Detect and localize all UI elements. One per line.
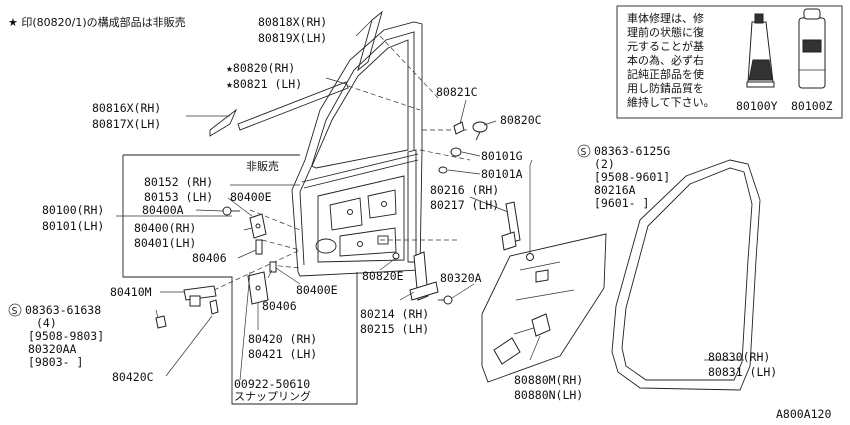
weatherstrip-80820: [237, 81, 349, 131]
spray-can-icon: [798, 8, 826, 89]
label-80420c: 80420C: [112, 370, 154, 384]
door-shell: [291, 21, 423, 277]
label-80215: 80215 (LH): [360, 322, 429, 336]
label-80831: 80831 (LH): [708, 365, 777, 379]
label-80880n: 80880N(LH): [514, 388, 583, 402]
sash-80216: [501, 201, 521, 251]
leader-lines: [116, 19, 744, 381]
hinge-pin-80400a: [222, 206, 240, 216]
label-80400e-lower: 80400E: [296, 283, 338, 297]
label-80820: ★80820(RH): [226, 61, 295, 75]
repair-info-box: 車体修理は、修 理前の状態に復 元することが基 本の為、必ず右 記純正部品を使 …: [616, 5, 843, 119]
screw-symbol-2: S: [12, 306, 18, 317]
label-80100y: 80100Y: [736, 99, 778, 113]
screw-callout-61638: S 08363-61638 (4) [9508-9803] 80320AA [9…: [8, 303, 104, 369]
repair-note-line-3: 元することが基: [627, 39, 704, 53]
label-80406-lower: 80406: [262, 299, 297, 313]
clip-80821c: [453, 121, 465, 135]
not-sold-frame: [122, 154, 358, 405]
door-stopper-80410m: [183, 285, 217, 307]
label-80101: 80101(LH): [42, 219, 104, 233]
header-note: ★ 印(80820/1)の構成部品は非販売: [8, 15, 186, 29]
moulding-80816x: [209, 108, 238, 137]
clip-80820c: [472, 121, 488, 141]
label-80216a: 80216A: [594, 183, 636, 197]
label-80401: 80401(LH): [134, 236, 196, 250]
not-sold-text: 非販売: [246, 160, 279, 173]
repair-note-line-4: 本の為、必ず右: [627, 53, 704, 67]
hinge-bolt-80406-lower: [269, 261, 277, 273]
clip-80420c: [209, 299, 219, 315]
sealant-tube-icon: [746, 13, 775, 88]
label-80152: 80152 (RH): [144, 175, 213, 189]
label-80880m: 80880M(RH): [514, 373, 583, 387]
bolt-80820e: [392, 252, 400, 260]
sash-80214: [409, 251, 439, 301]
label-80816x: 80816X(RH): [92, 101, 161, 115]
repair-note-line-7: 維持して下さい。: [627, 95, 715, 109]
division-sash-strip: [357, 10, 383, 72]
label-80101g: 80101G: [481, 149, 523, 163]
label-80216: 80216 (RH): [430, 183, 499, 197]
label-range-9803: [9803- ]: [28, 355, 83, 369]
label-80214: 80214 (RH): [360, 307, 429, 321]
label-00922-50610: 00922-50610: [234, 377, 310, 391]
grommet-80101g: [450, 147, 462, 157]
label-80821c: 80821C: [436, 85, 478, 99]
label-80406-upper: 80406: [192, 251, 227, 265]
label-80400: 80400(RH): [134, 221, 196, 235]
repair-note-line-6: 用し防錆品質を: [627, 81, 704, 95]
cap-80101a: [438, 166, 448, 174]
label-80101a: 80101A: [481, 167, 523, 181]
label-80400e-upper: 80400E: [230, 190, 272, 204]
label-range-9508-9601: [9508-9601]: [594, 170, 670, 184]
label-range-9601: [9601- ]: [594, 196, 649, 210]
label-80421: 80421 (LH): [248, 347, 317, 361]
label-80400a: 80400A: [142, 203, 184, 217]
screw-symbol-1: S: [581, 147, 587, 158]
label-80410m: 80410M: [110, 285, 152, 299]
label-snap-ring: スナップリング: [234, 389, 311, 403]
label-08363-61638: 08363-61638: [25, 303, 101, 317]
label-80820c: 80820C: [500, 113, 542, 127]
label-80820e: 80820E: [362, 269, 404, 283]
repair-note-line-5: 記純正部品を使: [627, 67, 704, 81]
label-qty-4: (4): [36, 316, 57, 330]
label-80819x: 80819X(LH): [258, 31, 327, 45]
hinge-bolt-80406: [255, 239, 263, 255]
label-80818x: 80818X(RH): [258, 15, 327, 29]
door-glass: [481, 233, 607, 383]
label-80821: ★80821 (LH): [226, 77, 302, 91]
upper-hinge: [249, 213, 267, 239]
label-80817x: 80817X(LH): [92, 117, 161, 131]
label-08363-6125g: 08363-6125G: [594, 144, 670, 158]
lower-hinge: [247, 271, 269, 305]
screw-08363-6125g: [526, 253, 534, 261]
bolt-80320a: [438, 295, 453, 305]
label-80217: 80217 (LH): [430, 198, 499, 212]
repair-note-line-1: 車体修理は、修: [627, 11, 704, 25]
label-80100z: 80100Z: [791, 99, 833, 113]
screw-callout-6125g: S 08363-6125G (2) [9508-9601] 80216A [96…: [577, 144, 670, 210]
repair-note-line-2: 理前の状態に復: [627, 25, 704, 39]
label-80830: 80830(RH): [708, 350, 770, 364]
figure-code: A800A120: [776, 407, 831, 421]
label-80153: 80153 (LH): [144, 190, 213, 204]
label-80420: 80420 (RH): [248, 332, 317, 346]
screw-08363-61638: [155, 315, 167, 329]
door-weatherstrip: [611, 159, 761, 391]
label-qty-2: (2): [594, 157, 615, 171]
label-80320a: 80320A: [440, 271, 482, 285]
label-80320aa: 80320AA: [28, 342, 77, 356]
label-range-9508-9803: [9508-9803]: [28, 329, 104, 343]
label-80100: 80100(RH): [42, 203, 104, 217]
